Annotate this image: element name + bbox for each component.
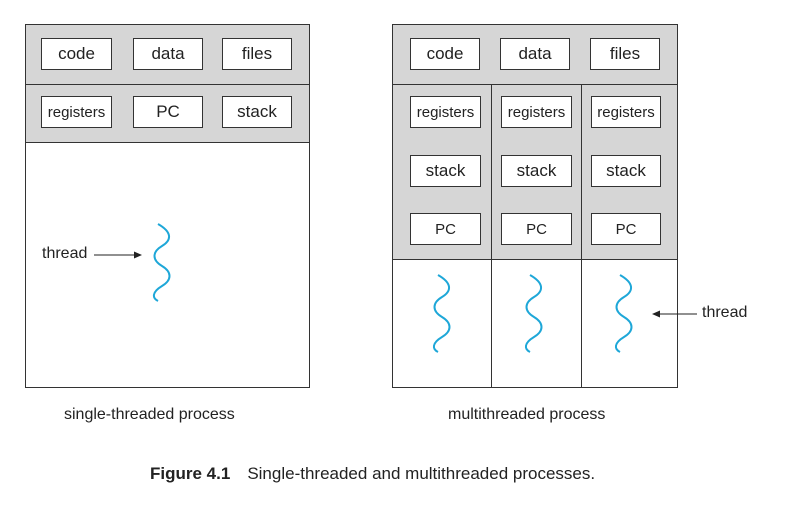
code-box: code [41,38,112,70]
thread-squiggle [524,274,543,353]
thread-arrow [652,310,697,318]
single-threaded-process-diagram [25,24,310,388]
pc-box: PC [133,96,203,128]
thread-column-divider [491,84,492,387]
thread-squiggle [614,274,633,353]
thread-arrow [94,251,142,259]
data-box: data [500,38,570,70]
thread-column-divider [581,84,582,387]
registers-box: registers [501,96,572,128]
stack-box: stack [501,155,572,187]
pc-box: PC [410,213,481,245]
figure-title: Single-threaded and multithreaded proces… [247,464,596,483]
registers-box: registers [410,96,481,128]
registers-box: registers [591,96,661,128]
pc-box: PC [501,213,572,245]
stack-box: stack [222,96,292,128]
figure-number: Figure 4.1 [150,464,231,483]
thread-label: thread [702,304,748,321]
thread-label: thread [42,245,88,262]
thread-squiggle [152,223,171,302]
stack-box: stack [410,155,481,187]
multithreaded-caption: multithreaded process [448,406,606,423]
data-box: data [133,38,203,70]
single-threaded-caption: single-threaded process [64,406,235,423]
pc-box: PC [591,213,661,245]
figure-caption: Figure 4.1 Single-threaded and multithrea… [150,464,595,484]
thread-squiggle [432,274,451,353]
registers-box: registers [41,96,112,128]
files-box: files [222,38,292,70]
files-box: files [590,38,660,70]
stack-box: stack [591,155,661,187]
code-box: code [410,38,480,70]
